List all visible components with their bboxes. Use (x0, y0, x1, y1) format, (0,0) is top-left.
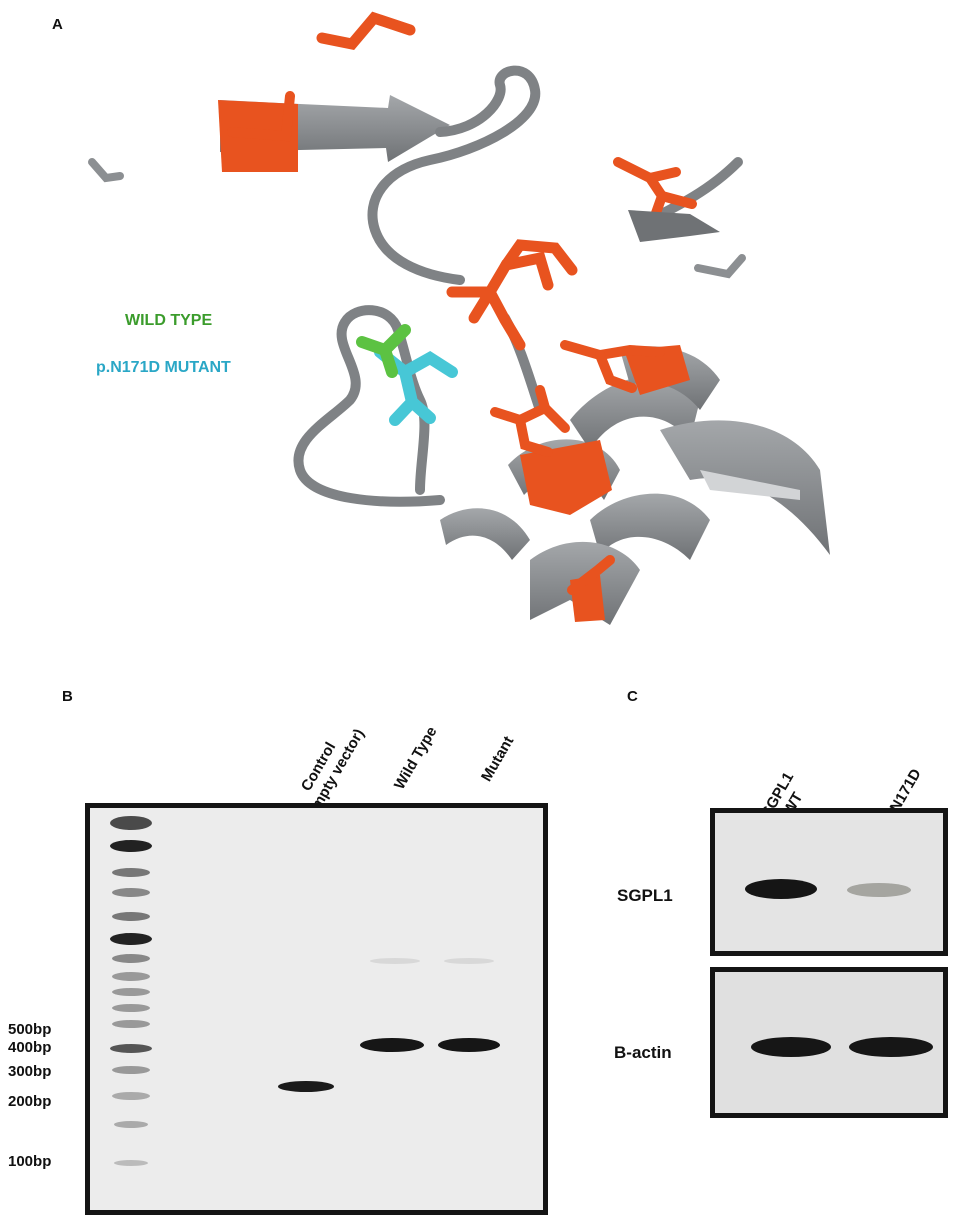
wild-type-band (360, 1038, 424, 1052)
ladder-band (112, 1020, 150, 1028)
ladder-band (112, 868, 150, 877)
lane-label-wild-type: Wild Type (391, 724, 441, 793)
faint-band (444, 958, 494, 964)
legend-wild-type: WILD TYPE (125, 312, 213, 329)
lane-label-wild-type-line1: Wild Type (391, 723, 441, 793)
western-blot-b-actin (710, 967, 948, 1118)
ladder-band-400 (112, 1066, 150, 1074)
mutant-band (438, 1038, 500, 1052)
ladder-band-200 (114, 1121, 148, 1128)
ladder-label-400: 400bp (8, 1039, 52, 1056)
alpha-helix-ribbon (700, 470, 800, 500)
b-actin-wt-band (751, 1037, 831, 1057)
ladder-band-500 (110, 1044, 152, 1053)
protein-structure-render (88, 11, 830, 625)
helix-highlight (520, 440, 612, 515)
legend-mutant: p.N171D MUTANT (96, 359, 231, 376)
ladder-label-200: 200bp (8, 1093, 52, 1110)
ladder-band (112, 1004, 150, 1012)
residue-stick (446, 239, 578, 351)
blot-row-label-sgpl1: SGPL1 (617, 886, 673, 905)
ladder-label-100: 100bp (8, 1153, 52, 1170)
ladder-band (110, 933, 152, 945)
sgpl1-mutant-band (847, 883, 911, 897)
ladder-band (112, 988, 150, 996)
control-band (278, 1081, 334, 1092)
lane-label-mutant-line1: Mutant (478, 733, 518, 785)
helix-highlight (624, 345, 690, 395)
ladder-band (112, 954, 150, 963)
b-actin-mutant-band (849, 1037, 933, 1057)
panel-b-letter: B (62, 688, 73, 705)
panel-a-letter: A (52, 16, 63, 33)
lane-label-mutant: Mutant (478, 733, 518, 785)
ladder-band (110, 816, 152, 830)
ladder-band (112, 912, 150, 921)
beta-strand-ribbon (628, 210, 720, 242)
ladder-label-500: 500bp (8, 1021, 52, 1038)
panel-c-letter: C (627, 688, 638, 705)
agarose-gel (85, 803, 548, 1215)
blot-row-label-b-actin: B-actin (614, 1043, 672, 1062)
ladder-band (112, 888, 150, 897)
ladder-band-300 (112, 1092, 150, 1100)
ladder-band-100 (114, 1160, 148, 1166)
western-blot-sgpl1 (710, 808, 948, 956)
residue-stick (88, 158, 746, 279)
ladder-band (110, 840, 152, 852)
sgpl1-wt-band (745, 879, 817, 899)
wild-type-residue-stick (356, 324, 411, 378)
faint-band (370, 958, 420, 964)
residue-stick (316, 11, 416, 51)
residue-stick (227, 91, 295, 142)
ladder-label-300: 300bp (8, 1063, 52, 1080)
residue-stick (490, 340, 665, 595)
ladder-band (112, 972, 150, 981)
